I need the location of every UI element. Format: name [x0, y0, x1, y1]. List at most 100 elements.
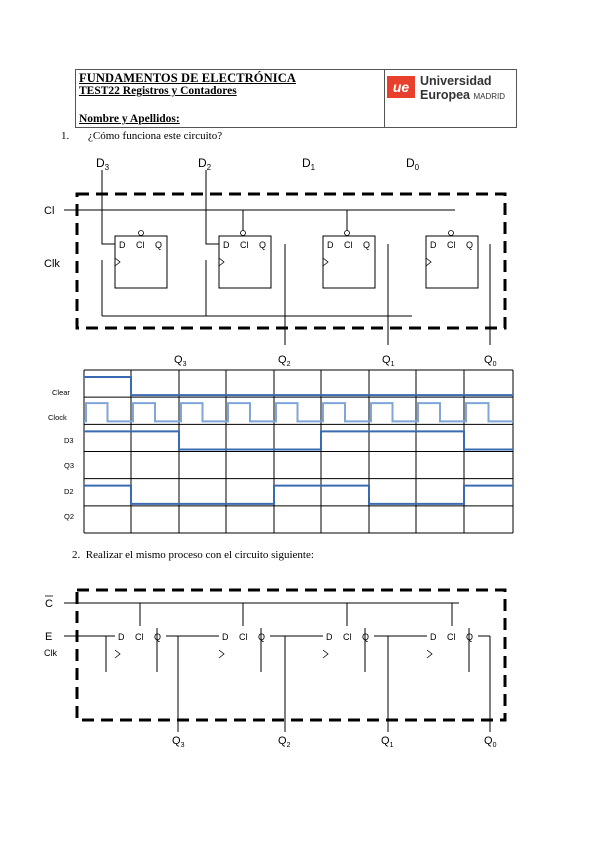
c2-output-q0-sub: 0: [493, 742, 497, 749]
input-d2-letter: D: [198, 156, 207, 170]
ff-1-pin-cl: Cl: [344, 240, 353, 250]
ff-3-pin-cl: Cl: [136, 240, 145, 250]
output-q2-sub: 2: [287, 361, 291, 368]
c2-output-q0: Q0: [484, 735, 497, 749]
ff-2-clear-bubble: [240, 230, 246, 236]
name-label: Nombre y Apellidos:: [79, 113, 180, 125]
ff-0-clock-triangle-icon: [425, 257, 432, 267]
timing-row-label-d3: D3: [64, 436, 74, 445]
input-d3: D3: [96, 156, 110, 172]
output-q0-letter: Q: [484, 354, 493, 366]
wave-d3: [84, 430, 513, 451]
c2-output-q2-letter: Q: [278, 735, 287, 747]
course-title: FUNDAMENTOS DE ELECTRÓNICA: [79, 71, 296, 85]
output-q1-sub: 1: [391, 361, 395, 368]
output-q3-letter: Q: [174, 354, 183, 366]
output-q1-letter: Q: [382, 354, 391, 366]
c2-output-q3-letter: Q: [172, 735, 181, 747]
output-q3-sub: 3: [183, 361, 187, 368]
c2-ff-1-clock-triangle-icon: [322, 649, 329, 659]
logo-line-1: Universidad: [420, 74, 492, 88]
c2-ff-3-clock-triangle-icon: [114, 649, 121, 659]
wave-clear: [84, 376, 513, 397]
c2-ff-2-clock-triangle-icon: [218, 649, 225, 659]
ff-2-pin-q: Q: [259, 240, 266, 250]
question-1-text: ¿Cómo funciona este circuito?: [88, 130, 223, 142]
question-2-number: 2.: [72, 549, 81, 561]
input-d0-letter: D: [406, 156, 415, 170]
question-2: 2. Realizar el mismo proceso con el circ…: [72, 549, 314, 561]
c2-output-q2-sub: 2: [287, 742, 291, 749]
question-2-text: Realizar el mismo proceso con el circuit…: [85, 549, 314, 561]
e-label: E: [45, 631, 52, 643]
ff-0-pin-cl: Cl: [447, 240, 456, 250]
c2-ff-2-pin-d: D: [222, 632, 229, 642]
timing-waves: [84, 376, 513, 505]
question-1: 1. ¿Cómo funciona este circuito?: [61, 130, 222, 142]
ff-1-pin-d: D: [327, 240, 334, 250]
c2-ff-3-pin-d: D: [118, 632, 125, 642]
university-logo-icon: ue: [387, 76, 415, 98]
output-q2: Q2: [278, 354, 291, 368]
timing-grid: [83, 369, 514, 534]
ff-0-pin-d: D: [430, 240, 437, 250]
timing-row-label-clear: Clear: [52, 388, 70, 397]
clr-label-1: Cl: [44, 205, 54, 217]
logo-line-2: Europea MADRID: [420, 88, 505, 102]
input-d3-letter: D: [96, 156, 105, 170]
c2-ff-0: D Cl Q: [426, 632, 473, 659]
circuit-2: C E Clk D Cl Q: [44, 588, 507, 749]
logo-city: MADRID: [473, 92, 506, 101]
output-q0: Q0: [484, 354, 497, 368]
wire-d3: [101, 170, 115, 245]
ff-1: D Cl Q: [322, 230, 376, 289]
question-1-number: 1.: [61, 130, 70, 142]
c2-output-q3: Q3: [172, 735, 185, 749]
input-d2: D2: [198, 156, 212, 172]
input-d0-sub: 0: [415, 163, 420, 172]
ff-2: D Cl Q: [218, 230, 272, 289]
ff-0-clear-bubble: [448, 230, 454, 236]
c2-ff-0-pin-cl: Cl: [447, 632, 456, 642]
c2-ff-1-pin-cl: Cl: [343, 632, 352, 642]
ff-2-clock-triangle-icon: [218, 257, 225, 267]
input-d0: D0: [406, 156, 420, 172]
ff-3: D Cl Q: [114, 230, 168, 289]
c2-ff-0-pin-q: Q: [466, 632, 473, 642]
clr-label-2: C: [45, 598, 53, 610]
c2-output-q1-letter: Q: [381, 735, 390, 747]
c2-ff-2: D Cl Q: [218, 632, 265, 659]
c2-ff-2-pin-q: Q: [258, 632, 265, 642]
c2-ff-1-pin-d: D: [326, 632, 333, 642]
c2-output-q1: Q1: [381, 735, 394, 749]
ff-1-clock-triangle-icon: [322, 257, 329, 267]
ff-3-clear-bubble: [138, 230, 144, 236]
c2-output-q0-letter: Q: [484, 735, 493, 747]
c2-ff-3-pin-q: Q: [154, 632, 161, 642]
c2-ff-1: D Cl Q: [322, 632, 369, 659]
ff-1-pin-q: Q: [363, 240, 370, 250]
ff-2-pin-d: D: [223, 240, 230, 250]
ff-2-pin-cl: Cl: [240, 240, 249, 250]
output-q3: Q3: [174, 354, 187, 368]
timing-row-label-q3: Q3: [64, 461, 74, 470]
c2-ff-3: D Cl Q: [114, 632, 161, 659]
logo-name: Europea: [420, 88, 471, 102]
wave-clock: [84, 402, 513, 423]
timing-diagram: Clear Clock D3 Q3 D2 Q2: [48, 369, 514, 534]
ff-1-clear-bubble: [344, 230, 350, 236]
clk-label-2: Clk: [44, 648, 57, 658]
timing-row-label-d2: D2: [64, 487, 74, 496]
circuit-1-dashed-box: [75, 192, 507, 330]
circuit-1: Cl Clk D3 D2 D1 D0 D Cl: [44, 156, 507, 368]
input-d2-sub: 2: [207, 163, 212, 172]
c2-ff-3-pin-cl: Cl: [135, 632, 144, 642]
c2-output-q1-sub: 1: [390, 742, 394, 749]
header-divider: [384, 70, 385, 127]
c2-output-q3-sub: 3: [181, 742, 185, 749]
wave-d2: [84, 484, 513, 505]
input-d1: D1: [302, 156, 316, 172]
wire-d2: [205, 170, 219, 245]
timing-row-label-clock: Clock: [48, 413, 67, 422]
